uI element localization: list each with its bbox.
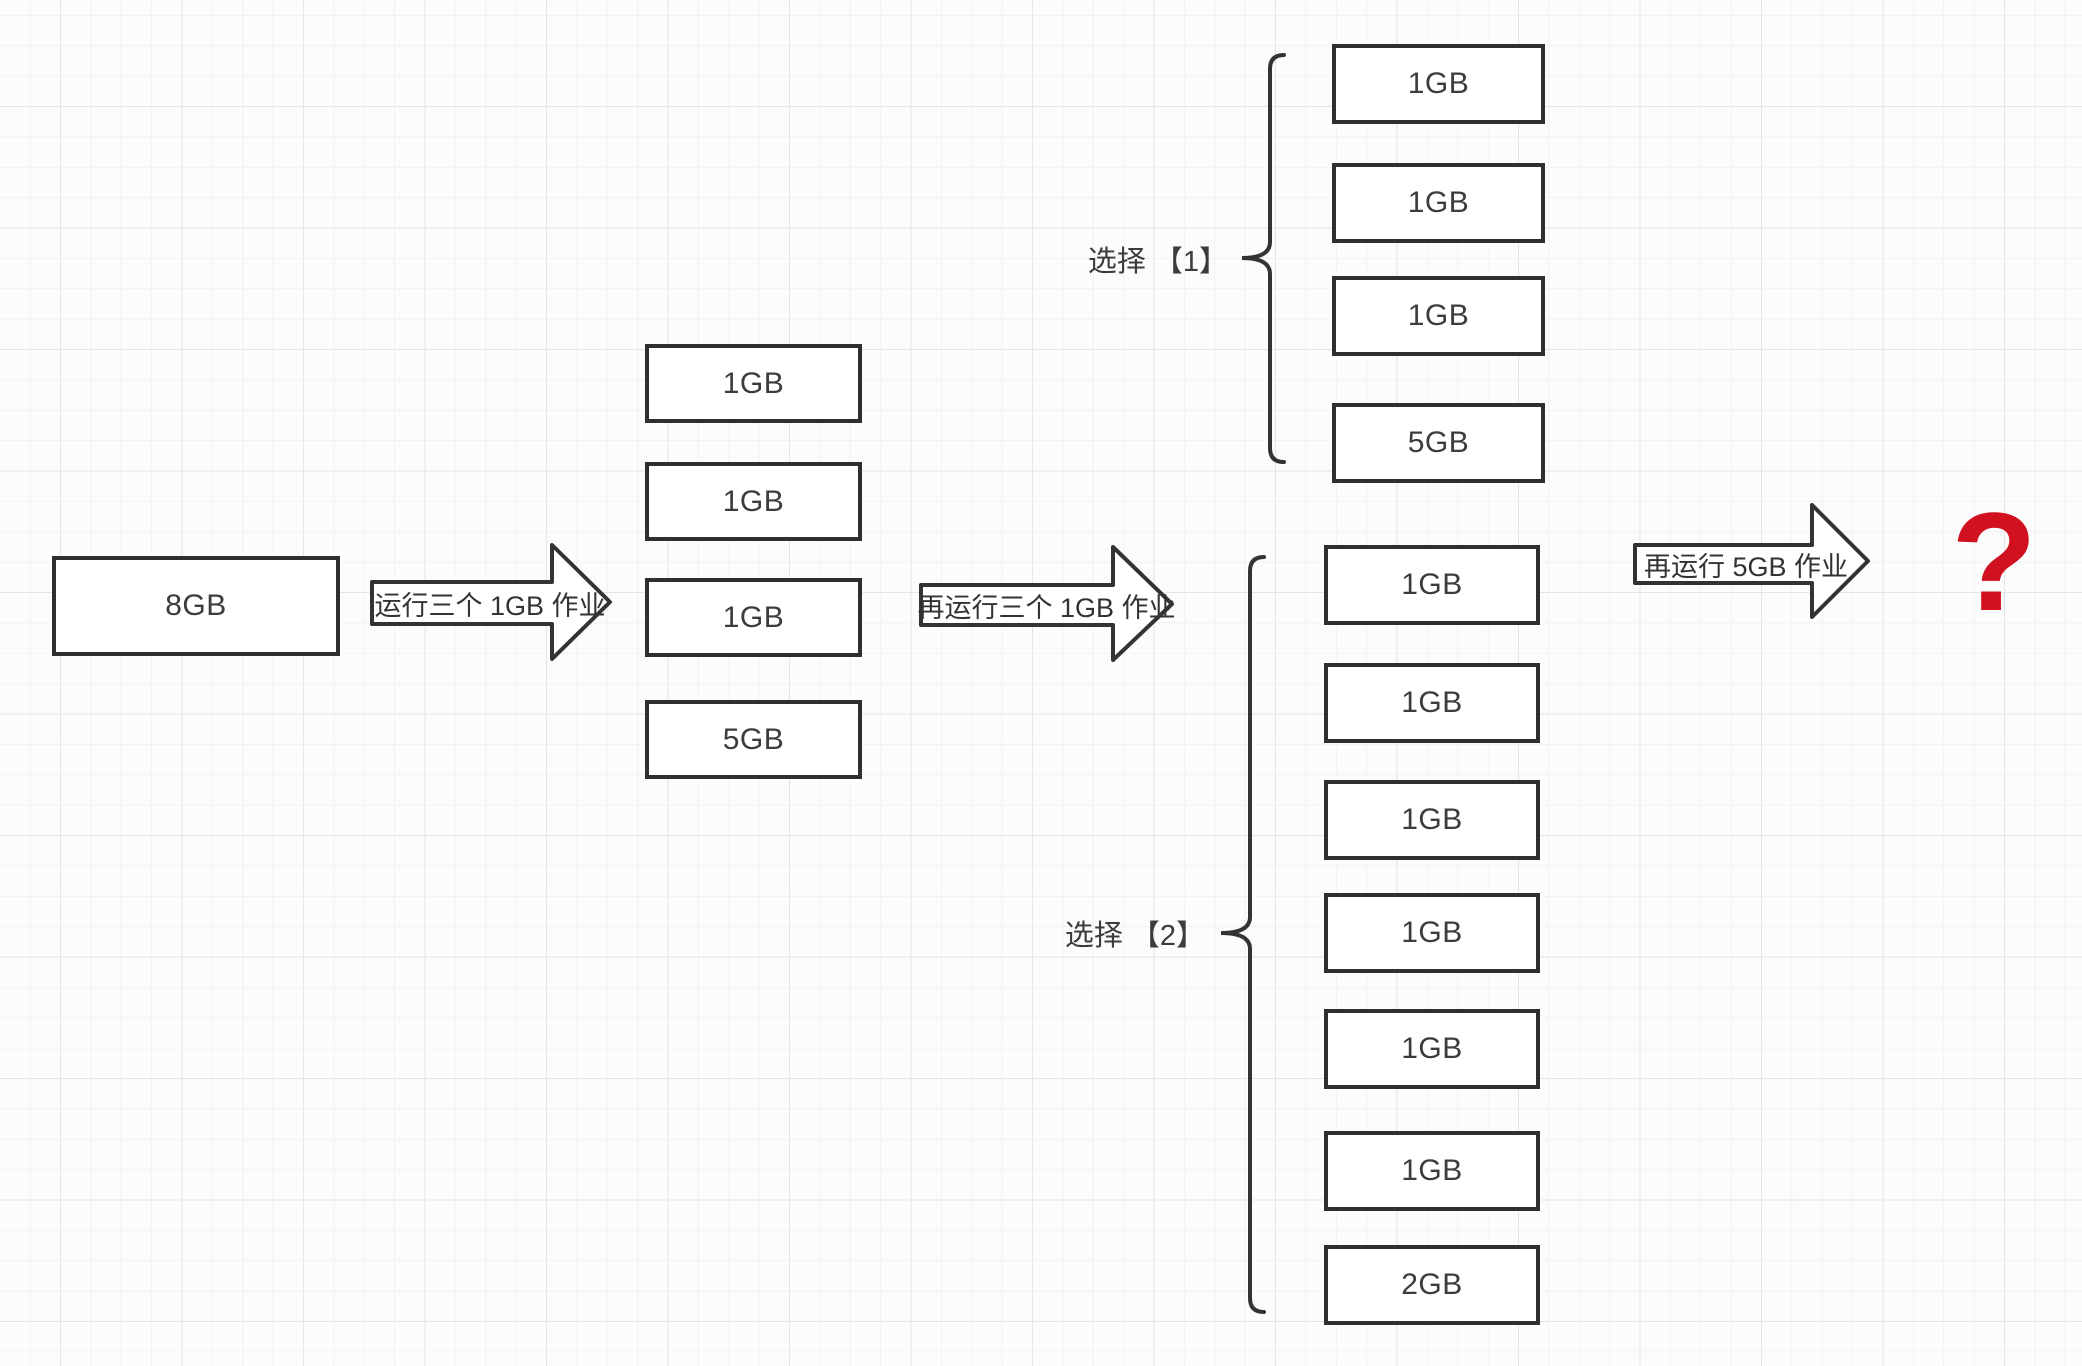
option2-label: 选择 【2】 [1064,920,1205,952]
option1-brace [1241,53,1286,464]
memory-box: 1GB [1324,1009,1540,1089]
memory-box: 1GB [1332,44,1545,124]
memory-box: 1GB [1332,163,1545,243]
memory-box: 5GB [645,700,862,779]
memory-box-label: 1GB [722,366,785,400]
memory-box: 5GB [1332,403,1545,483]
memory-box-label: 1GB [1401,916,1463,949]
memory-box: 1GB [1324,545,1540,625]
option1-label: 选择 【1】 [1087,246,1228,278]
step3-arrow-label: 再运行 5GB 作业 [1643,551,1849,582]
memory-box-label: 2GB [1401,1268,1463,1301]
memory-box-label: 1GB [1401,568,1463,601]
memory-box: 2GB [1324,1245,1540,1325]
memory-box-8gb: 8GB [52,556,340,656]
step2-arrow-label: 再运行三个 1GB 作业 [917,592,1176,623]
memory-box-label: 1GB [1401,803,1463,836]
memory-box-label: 1GB [1407,67,1470,100]
memory-box: 1GB [1324,780,1540,860]
option2-brace [1220,555,1266,1314]
memory-box-label: 1GB [1401,1032,1463,1065]
memory-box-label: 5GB [1407,426,1470,459]
memory-box-label: 1GB [722,600,785,634]
step2-arrow-shape [919,545,1174,662]
memory-box-label: 1GB [1407,186,1470,219]
step1-arrow-shape [370,543,612,661]
memory-box: 1GB [645,462,862,541]
memory-box: 1GB [645,578,862,657]
memory-box-label: 1GB [1401,1154,1463,1187]
question-mark: ? [1951,483,2037,640]
memory-box: 1GB [1324,893,1540,973]
memory-box: 1GB [1324,663,1540,743]
memory-box: 1GB [645,344,862,423]
memory-box-label: 1GB [1401,686,1463,719]
memory-box-label: 1GB [1407,299,1470,332]
step1-arrow-label: 运行三个 1GB 作业 [374,590,606,621]
step3-arrow-shape [1633,503,1870,619]
memory-box-label: 1GB [722,484,785,518]
memory-box: 1GB [1332,276,1545,356]
memory-box-label: 8GB [165,589,227,622]
memory-box: 1GB [1324,1131,1540,1211]
memory-box-label: 5GB [722,722,785,756]
